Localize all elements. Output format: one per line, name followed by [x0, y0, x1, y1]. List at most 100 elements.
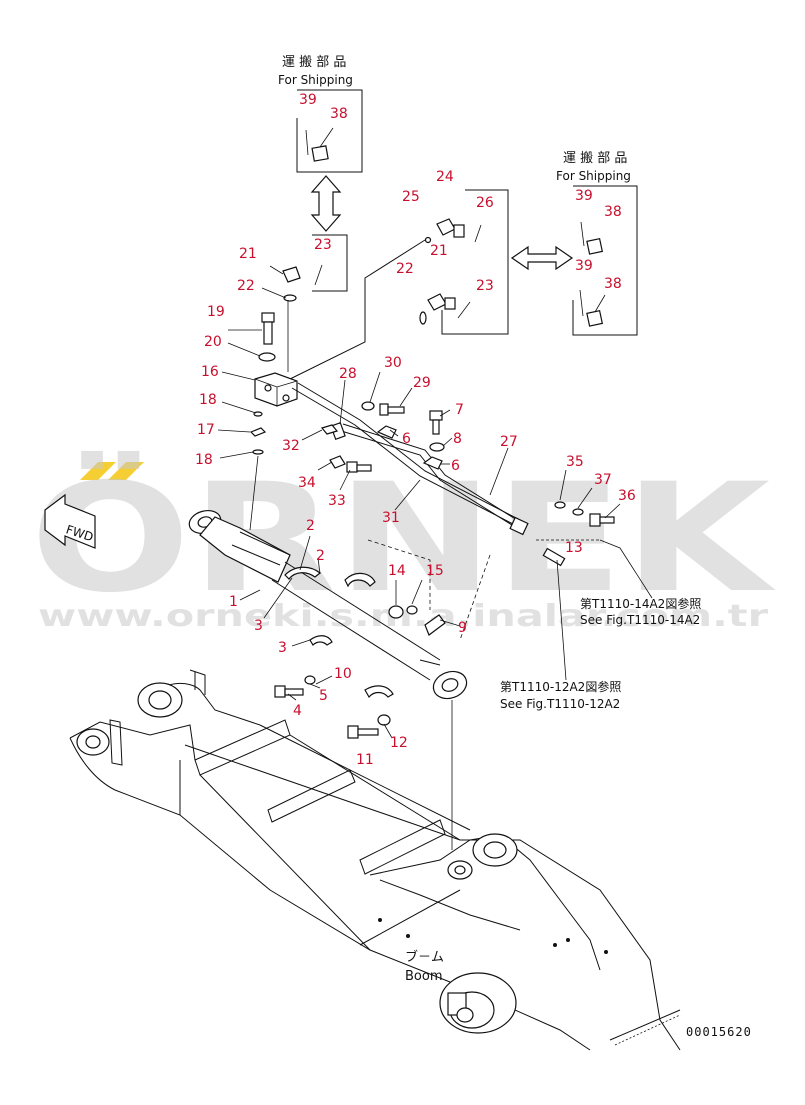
bolt-7: [429, 410, 443, 435]
shipping-box-right-jp: 運 搬 部 品: [563, 151, 627, 166]
callout-31: 31: [382, 510, 400, 526]
washer-37: [572, 508, 584, 516]
shipping-box-right-frame: [572, 185, 638, 336]
washer-15: [406, 605, 418, 615]
callout-29: 29: [413, 375, 431, 391]
callout-27: 27: [500, 434, 518, 450]
callout-14: 14: [388, 563, 406, 579]
callout-23: 23: [476, 278, 494, 294]
oring-22-right: [419, 311, 427, 325]
watermark: ÖRNEK www.orneki.s.m.a.inalar.com.tr: [30, 450, 776, 634]
callout-38: 38: [604, 276, 622, 292]
callout-15: 15: [426, 563, 444, 579]
callout-3: 3: [254, 618, 263, 634]
callout-leaders: [217, 265, 621, 739]
leader-ref-12a2: [556, 559, 567, 681]
callout-3: 3: [278, 640, 287, 656]
callout-6: 6: [451, 458, 460, 474]
boom-label-en: Boom: [405, 969, 443, 984]
box-26-frame: [441, 189, 509, 335]
leader-ref-14a2: [599, 539, 653, 599]
callout-26: 26: [476, 195, 494, 211]
elbow-24: [436, 218, 456, 236]
callout-38: 38: [604, 204, 622, 220]
flange-27: [509, 516, 529, 536]
ref-note-14a2-en: See Fig.T1110-14A2: [580, 613, 700, 627]
elbow-24-nut: [453, 224, 465, 238]
bolt-33: [346, 461, 372, 473]
elbow-fittings: [282, 218, 465, 325]
clamp-2-a: [284, 566, 321, 580]
clamp-6-b: [422, 456, 443, 470]
boom-structure: [69, 669, 681, 1051]
cap-38-r2: [586, 309, 604, 327]
bolt-36: [589, 513, 615, 527]
washer-8: [429, 442, 445, 452]
elbow-21-right: [427, 293, 447, 311]
callout-17: 17: [197, 422, 215, 438]
callout-37: 37: [594, 472, 612, 488]
ref-note-12a2-en: See Fig.T1110-12A2: [500, 697, 620, 711]
callout-22: 22: [237, 278, 255, 294]
fitting-17: [249, 427, 267, 437]
double-arrow-vertical: [310, 175, 342, 232]
callout-11: 11: [356, 752, 374, 768]
leader: [249, 455, 259, 531]
callout-25: 25: [402, 189, 420, 205]
callout-5: 5: [319, 688, 328, 704]
dashed-leader: [459, 554, 491, 641]
callout-6: 6: [402, 431, 411, 447]
cap-38-top: [311, 145, 329, 162]
pin-39-top: [305, 129, 309, 156]
callout-24: 24: [436, 169, 454, 185]
watermark-accent-mark: [80, 462, 116, 480]
callout-22: 22: [396, 261, 414, 277]
leader: [319, 127, 334, 148]
valve-block-16: [254, 372, 298, 407]
leader: [594, 294, 606, 313]
callout-2: 2: [306, 518, 315, 534]
callout-35: 35: [566, 454, 584, 470]
washer-12: [377, 714, 391, 726]
callout-2: 2: [316, 548, 325, 564]
pin-39-r2: [579, 289, 584, 317]
clamp-2-b: [344, 572, 376, 588]
shipping-box-top-en: For Shipping: [278, 73, 353, 87]
watermark-url: www.orneki.s.m.a.inalar.com.tr: [38, 599, 768, 634]
shipping-box-top-jp: 運 搬 部 品: [282, 55, 346, 70]
boom-cylinder-1: [188, 509, 468, 700]
pin-25: [424, 236, 432, 244]
oring-35: [554, 501, 566, 509]
shipping-box-right: 運 搬 部 品 For Shipping: [556, 151, 638, 336]
callout-39: 39: [575, 188, 593, 204]
callout-39: 39: [575, 258, 593, 274]
cap-38-r1: [586, 237, 604, 255]
watermark-brand: ÖRNEK: [30, 450, 776, 626]
washer-20: [258, 352, 276, 362]
callout-12: 12: [390, 735, 408, 751]
oring-18-lower: [252, 449, 264, 455]
callout-10: 10: [334, 666, 352, 682]
bolt-29: [379, 403, 405, 416]
elbow-21-right-nut: [444, 297, 456, 310]
callout-30: 30: [384, 355, 402, 371]
callout-20: 20: [204, 334, 222, 350]
callout-23: 23: [314, 237, 332, 253]
elbow-21-left: [282, 266, 301, 283]
pin-23-right: [457, 301, 471, 319]
callout-36: 36: [618, 488, 636, 504]
callout-39: 39: [299, 92, 317, 108]
callout-19: 19: [207, 304, 225, 320]
clamp-34: [329, 455, 346, 469]
callout-28: 28: [339, 366, 357, 382]
clamp-10: [364, 685, 394, 699]
watermark-accent-mark: [108, 462, 144, 480]
double-arrow-horizontal: [510, 245, 574, 271]
fwd-arrow: FWD: [44, 493, 96, 549]
callout-13: 13: [565, 540, 583, 556]
callout-1: 1: [229, 594, 238, 610]
callout-38: 38: [330, 106, 348, 122]
washer-30: [361, 401, 375, 411]
spacer-14: [388, 605, 404, 619]
